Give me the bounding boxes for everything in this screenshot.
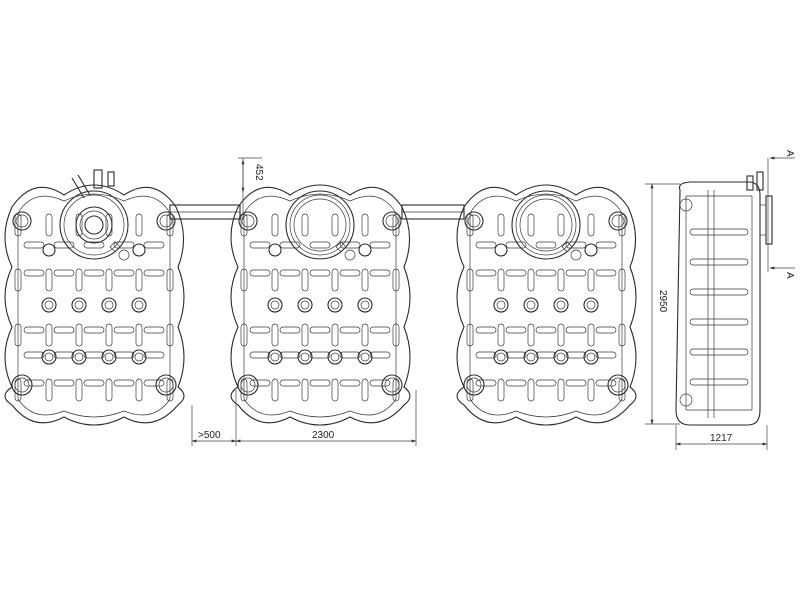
- inlet-fittings: [71, 169, 115, 199]
- tank-front-view-2: [230, 184, 411, 426]
- dim-connection-height: 452: [253, 164, 264, 181]
- dim-spacing: >500: [198, 430, 221, 441]
- section-mark-bottom: A: [784, 272, 795, 279]
- connecting-pipes: [169, 204, 465, 220]
- tank-side-view: [675, 171, 773, 426]
- tank-front-view-3: [456, 184, 637, 426]
- dim-height: 2950: [657, 290, 668, 313]
- tank-front-view-1: [4, 184, 185, 426]
- section-mark-top: A: [784, 150, 795, 157]
- dimension-lines: [191, 156, 795, 450]
- dim-depth: 1217: [710, 433, 733, 444]
- dim-width: 2300: [312, 430, 335, 441]
